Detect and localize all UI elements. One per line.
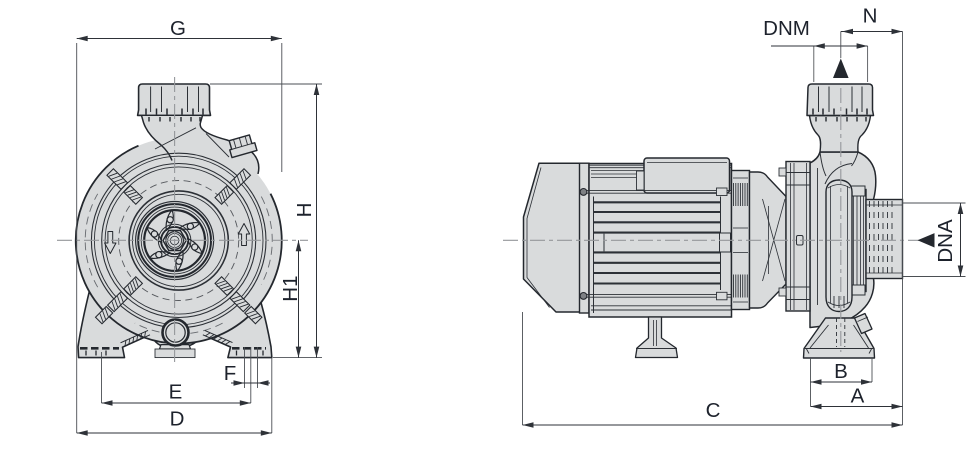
- svg-text:A: A: [851, 385, 865, 408]
- svg-text:H1: H1: [279, 275, 302, 301]
- svg-text:DNM: DNM: [763, 17, 810, 40]
- svg-text:F: F: [224, 362, 237, 385]
- svg-text:D: D: [170, 408, 185, 431]
- svg-text:DNA: DNA: [934, 219, 957, 263]
- svg-text:B: B: [834, 360, 848, 383]
- svg-text:E: E: [169, 381, 183, 404]
- svg-text:N: N: [863, 5, 878, 28]
- svg-text:C: C: [706, 399, 721, 422]
- svg-text:G: G: [170, 17, 186, 40]
- svg-text:H: H: [293, 203, 316, 218]
